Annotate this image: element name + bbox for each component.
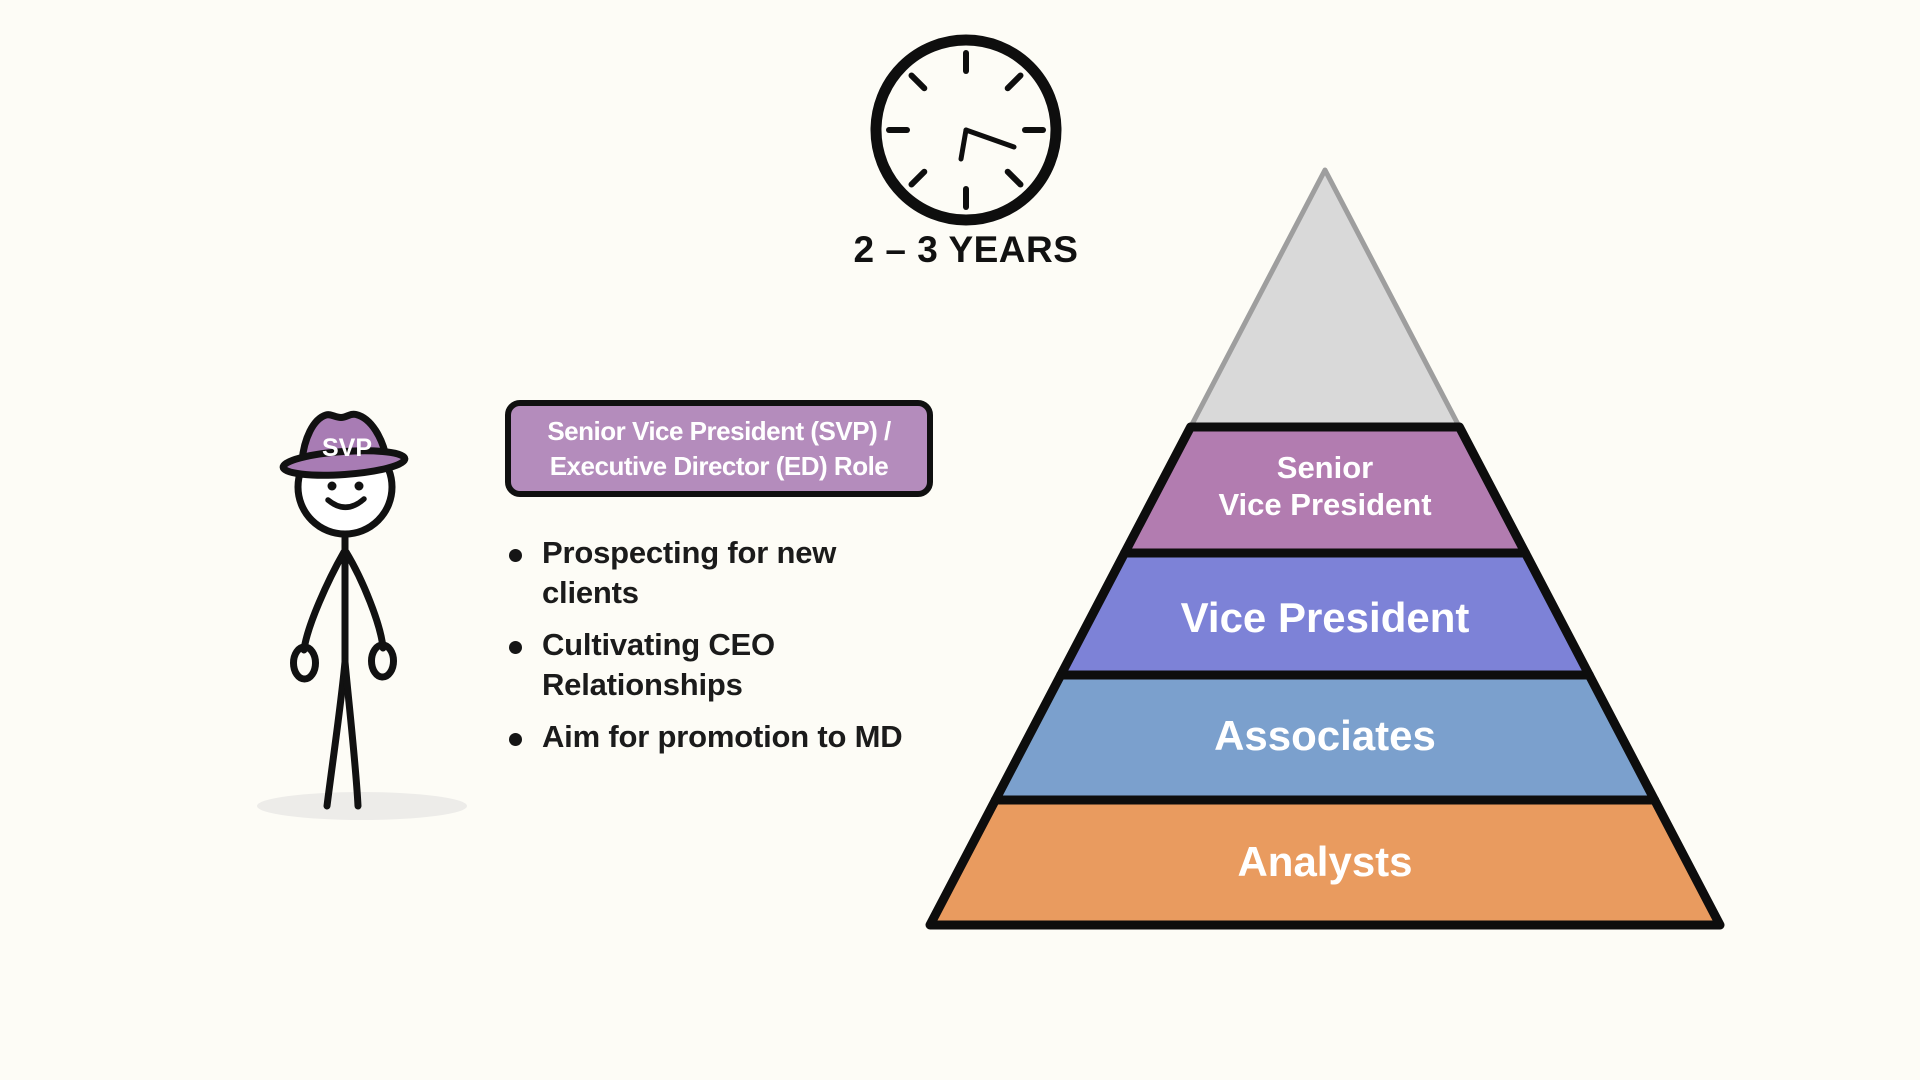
pyramid-label-vice-president: Vice President [1181,594,1470,641]
bullet-line: Aim for promotion to MD [542,719,903,754]
bullet-line: Cultivating CEO [542,627,775,662]
role-badge-line-2: Executive Director (ED) Role [549,450,889,481]
role-badge-line-1: Senior Vice President (SVP) / [547,415,891,446]
figure-right-hand [368,641,397,681]
clock-hands [958,127,1017,162]
figure-left-arm [300,548,348,654]
bullet-text: Prospecting for new clients [542,533,836,613]
duration-label: 2 – 3 YEARS [853,229,1079,270]
bullet-line: Relationships [542,667,743,702]
pyramid-label-analysts: Analysts [1237,838,1412,885]
bullet-text: Cultivating CEO Relationships [542,625,775,705]
bullet-line: clients [542,575,639,610]
figure-right-leg [341,658,362,810]
clock-icon [870,34,1062,226]
responsibilities-list: Prospecting for new clients Cultivating … [503,533,903,769]
bullet-line: Prospecting for new [542,535,837,570]
list-item: Cultivating CEO Relationships [503,625,902,705]
hat-label: SVP [322,434,372,462]
hat-brim [279,447,409,479]
hierarchy-pyramid: Senior Vice President Vice President Ass… [925,167,1725,930]
pyramid-label-associates: Associates [1214,712,1436,759]
clock-ticks [886,50,1046,210]
clock-face [870,34,1062,226]
figure-left-leg [323,658,349,810]
bullet-icon [509,641,522,654]
pyramid-label-senior-line1: Senior [1277,450,1373,485]
figure-left-hand [290,643,319,683]
stick-figure-character: SVP [257,410,467,820]
list-item: Prospecting for new clients [503,533,902,613]
list-item: Aim for promotion to MD [503,717,903,757]
pyramid-level-apex [1188,167,1462,430]
role-badge: Senior Vice President (SVP) / Executive … [505,400,933,497]
bullet-text: Aim for promotion to MD [542,717,903,757]
figure-left-eye [327,481,337,491]
figure-right-eye [354,481,364,491]
bullet-icon [509,549,522,562]
svp-hat [279,410,409,479]
ground-shadow [257,792,467,820]
pyramid-level-analysts [925,795,1725,930]
pyramid-label-senior-line2: Vice President [1218,487,1431,522]
figure-right-arm [342,548,387,652]
figure-smile [325,496,367,510]
bullet-icon [509,733,522,746]
